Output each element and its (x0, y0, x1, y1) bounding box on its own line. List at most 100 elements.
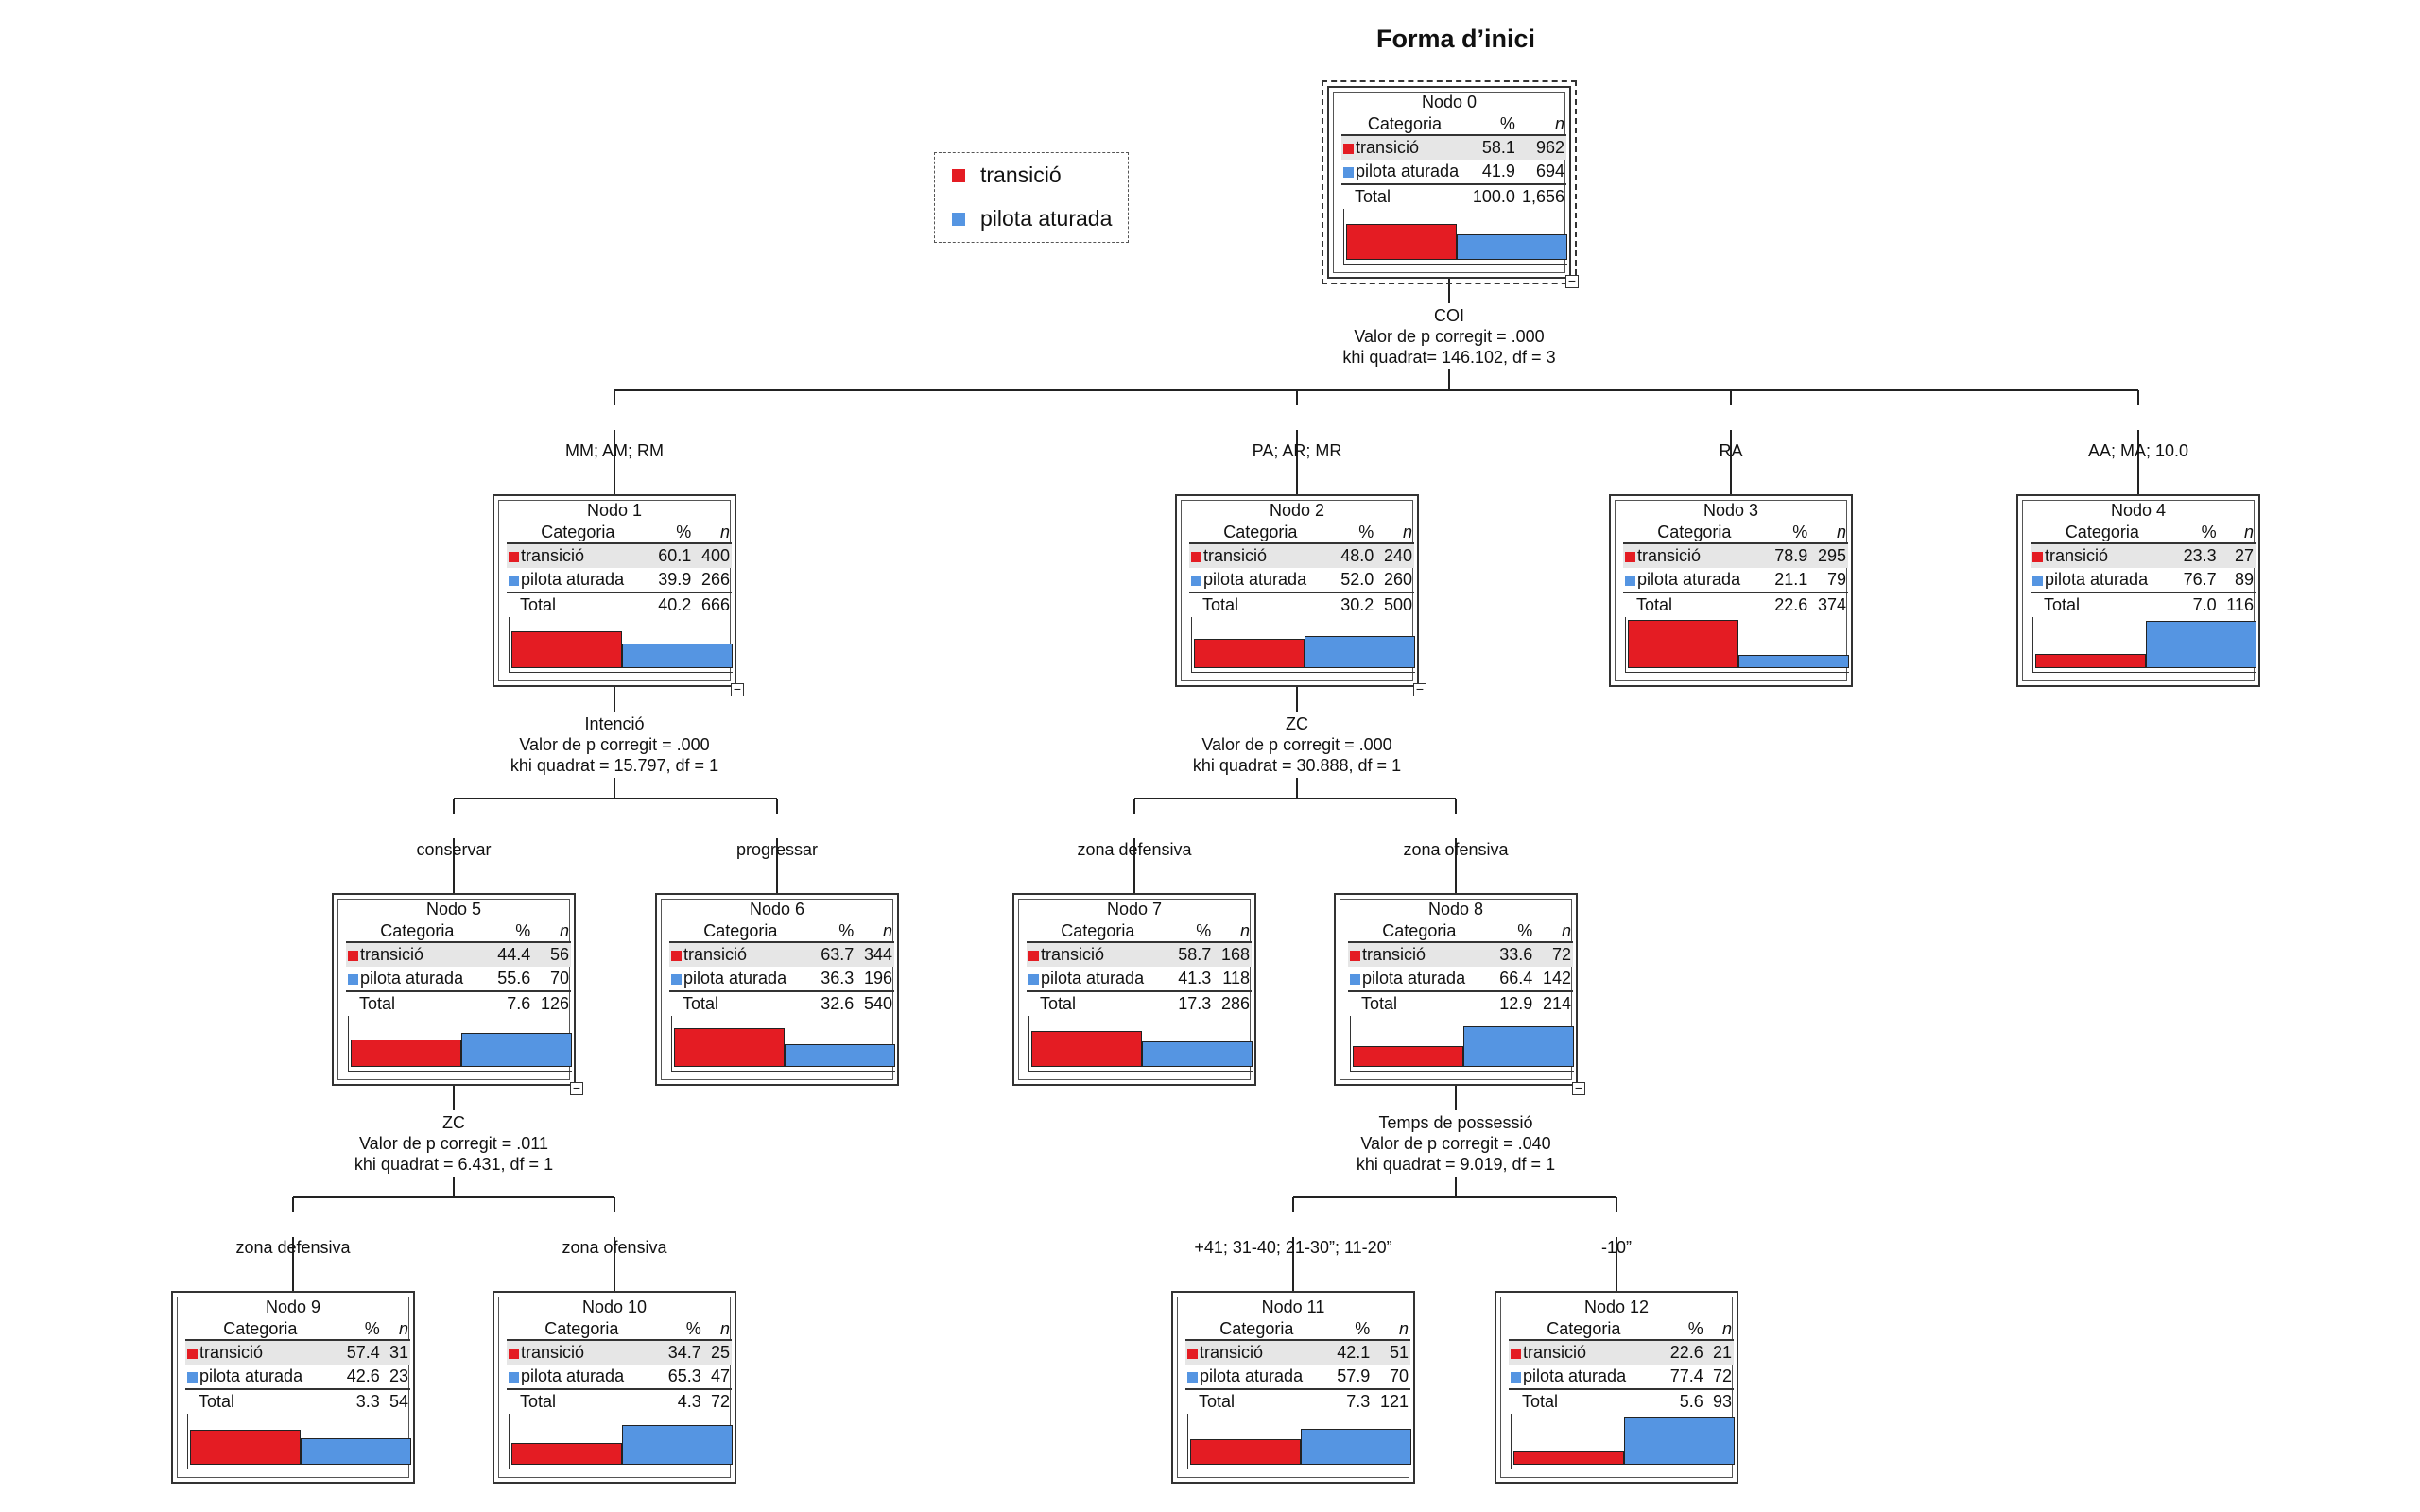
total-label: Total (1355, 187, 1392, 206)
total-percent-cell: 3.3 (355, 1392, 380, 1411)
total-label: Total (1199, 1392, 1236, 1411)
bar-transicio (1031, 1030, 1142, 1067)
split-p-line: Valor de p corregit = .000 (1354, 327, 1545, 346)
node-bar-chart (348, 1016, 572, 1072)
legend-swatch-pilota-aturada (952, 212, 965, 226)
bar-transicio (674, 1027, 785, 1067)
split-chi-line: khi quadrat = 30.888, df = 1 (1192, 756, 1402, 775)
split-variable: COI (1433, 306, 1464, 325)
category-label: transició (683, 945, 748, 964)
col-header-n: n (1534, 920, 1573, 943)
bar-transicio (190, 1429, 301, 1465)
total-count-cell: 540 (863, 994, 892, 1013)
bar-pilota-aturada (1463, 1025, 1574, 1067)
pilota-aturada-marker-icon (1511, 1371, 1521, 1383)
category-cell: transició (2031, 543, 2174, 568)
percent-cell: 39.9 (648, 568, 694, 593)
bar-pilota-aturada (2146, 621, 2256, 668)
legend-label: pilota aturada (980, 206, 1113, 231)
collapse-toggle-icon[interactable]: − (1572, 1081, 1585, 1095)
category-cell: transició (1341, 135, 1468, 160)
collapse-toggle-icon[interactable]: − (731, 682, 744, 696)
category-label: pilota aturada (683, 969, 787, 988)
collapse-toggle-icon[interactable]: − (570, 1081, 583, 1095)
collapse-toggle-icon[interactable]: − (1413, 682, 1426, 696)
transicio-marker-icon (1343, 143, 1354, 154)
count-cell: 23 (381, 1365, 410, 1390)
count-cell: 89 (2218, 568, 2256, 593)
pilota-aturada-marker-icon (187, 1371, 198, 1383)
percent-cell: 42.6 (335, 1365, 382, 1390)
category-cell: pilota aturada (1027, 967, 1169, 992)
pilota-aturada-marker-icon (509, 575, 519, 586)
category-cell: transició (1623, 543, 1766, 568)
pilota-aturada-marker-icon (509, 1371, 519, 1383)
col-header-category: Categoria (1509, 1318, 1659, 1341)
bar-pilota-aturada (1301, 1429, 1411, 1465)
percent-cell: 34.7 (656, 1340, 703, 1365)
percent-cell: 57.4 (335, 1340, 382, 1365)
count-cell: 118 (1213, 967, 1252, 992)
col-header-category: Categoria (2031, 522, 2174, 544)
category-cell: pilota aturada (507, 568, 649, 593)
count-cell: 47 (702, 1365, 732, 1390)
transicio-marker-icon (1028, 950, 1039, 961)
collapse-toggle-icon[interactable]: − (1565, 274, 1579, 288)
category-cell: transició (185, 1340, 336, 1365)
category-label: pilota aturada (199, 1366, 303, 1385)
split-p-line: Valor de p corregit = .000 (519, 735, 710, 754)
category-cell: pilota aturada (185, 1365, 336, 1390)
split-p-line: Valor de p corregit = .040 (1360, 1134, 1551, 1153)
bar-pilota-aturada (622, 644, 733, 668)
node-label: Nodo 9 (265, 1297, 321, 1316)
node-label: Nodo 3 (1703, 501, 1759, 520)
col-header-percent: % (1765, 522, 1810, 544)
split-chi-line: khi quadrat = 6.431, df = 1 (354, 1155, 554, 1174)
category-label: transició (1203, 546, 1268, 565)
col-header-percent: % (811, 920, 856, 943)
node-bar-chart (1350, 1016, 1574, 1072)
bar-pilota-aturada (1457, 233, 1567, 260)
split-chi-line: khi quadrat = 9.019, df = 1 (1356, 1155, 1556, 1174)
transicio-marker-icon (348, 950, 358, 961)
col-header-percent: % (656, 1318, 703, 1341)
bar-pilota-aturada (461, 1032, 572, 1067)
bar-transicio (1190, 1438, 1301, 1465)
category-cell: pilota aturada (2031, 568, 2174, 593)
category-label: transició (1041, 945, 1105, 964)
percent-cell: 21.1 (1765, 568, 1810, 593)
count-cell: 295 (1809, 543, 1848, 568)
category-cell: transició (507, 543, 649, 568)
count-cell: 56 (532, 942, 571, 967)
pilota-aturada-marker-icon (1191, 575, 1201, 586)
node-bar-chart (2032, 617, 2256, 673)
